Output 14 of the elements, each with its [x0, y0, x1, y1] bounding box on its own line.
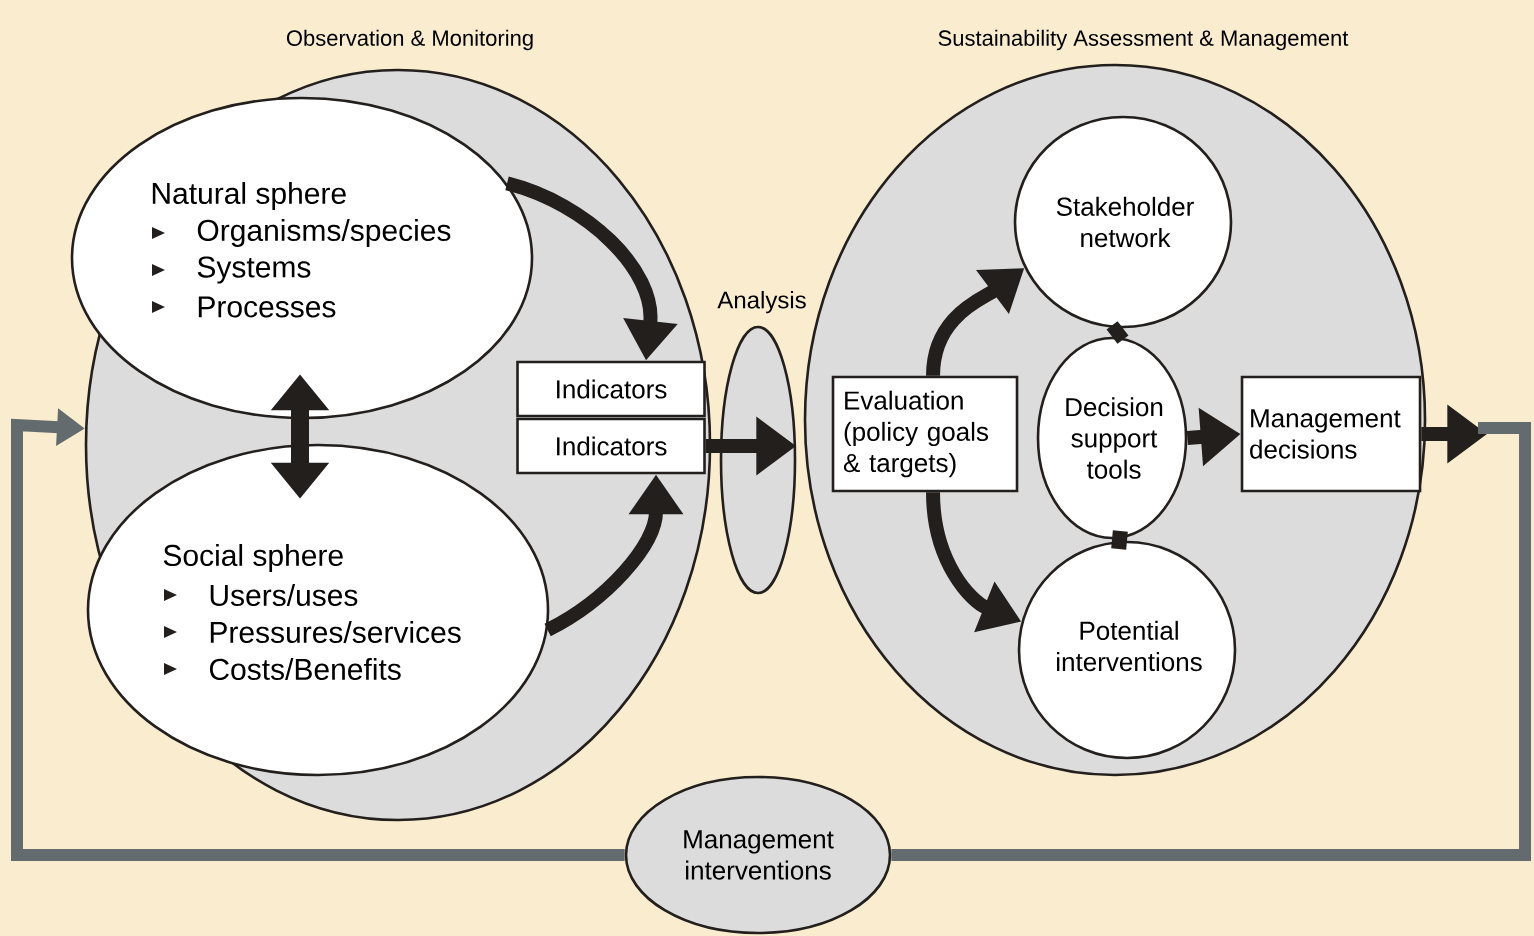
- indicator-box: Indicators: [516, 417, 706, 475]
- connector-bar: [1106, 321, 1129, 344]
- ellipse-node: Management interventions: [624, 775, 892, 935]
- indicator-box: Indicators: [516, 360, 706, 418]
- connector-bar: [1111, 530, 1128, 550]
- node-label: Observation & Monitoring: [286, 29, 533, 51]
- node-label: Sustainability Assessment & Management: [938, 29, 1349, 51]
- circle-node: Potential interventions: [1017, 540, 1237, 760]
- circle-node: Stakeholder network: [1013, 115, 1233, 329]
- feedback-line: [891, 422, 1531, 861]
- feedback-arrow: [11, 408, 625, 861]
- node-label: Analysis: [717, 290, 806, 314]
- decision-box: Management decisions: [1240, 375, 1422, 493]
- evaluation-box: Evaluation (policy goals & targets): [831, 375, 1019, 493]
